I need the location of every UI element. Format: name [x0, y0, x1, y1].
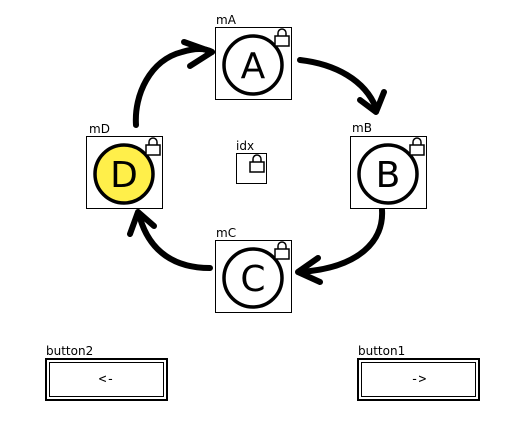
node-a-graphic: A — [222, 28, 290, 96]
back-button[interactable]: <- — [45, 358, 168, 401]
node-b-letter: B — [376, 155, 401, 196]
node-c-circle — [222, 247, 284, 309]
node-c-graphic: C — [222, 241, 290, 309]
index-tag: idx — [236, 139, 255, 153]
back-button-frame — [49, 362, 164, 397]
node-a-letter: A — [241, 46, 266, 87]
arrow-b-to-c — [297, 207, 386, 275]
node-c[interactable]: C — [215, 240, 292, 313]
node-c-letter: C — [240, 259, 265, 300]
forward-button-label: -> — [410, 372, 427, 387]
node-b[interactable]: B — [350, 136, 427, 209]
node-a[interactable]: A — [215, 27, 292, 100]
forward-button[interactable]: -> — [357, 358, 480, 401]
node-b-tag: mB — [352, 121, 372, 135]
lock-icon — [145, 137, 161, 156]
lock-icon — [274, 241, 290, 260]
lock-icon — [249, 154, 265, 173]
node-b-circle — [357, 143, 419, 205]
node-d-graphic: D — [93, 137, 161, 205]
arrow-c-to-d — [137, 215, 213, 271]
index-box[interactable] — [236, 153, 267, 184]
button2-tag: button2 — [46, 344, 94, 358]
arrowhead-c-to-d — [127, 209, 157, 237]
node-b-graphic: B — [357, 137, 425, 205]
node-d-tag: mD — [89, 122, 110, 136]
node-d-letter: D — [110, 155, 138, 196]
arrow-a-to-b — [297, 57, 379, 111]
node-c-tag: mC — [216, 226, 237, 240]
arrowhead-a-to-b — [357, 89, 387, 115]
node-a-tag: mA — [216, 13, 236, 27]
index-graphic — [249, 154, 265, 173]
arrowhead-d-to-a — [181, 39, 215, 69]
node-a-circle — [222, 34, 284, 96]
back-button-label: <- — [98, 372, 115, 387]
node-d-circle — [93, 143, 155, 205]
lock-icon — [409, 137, 425, 156]
node-d[interactable]: D — [86, 136, 163, 209]
lock-icon — [274, 28, 290, 47]
arrowhead-b-to-c — [295, 255, 323, 285]
forward-button-frame — [361, 362, 476, 397]
button1-tag: button1 — [358, 344, 406, 358]
